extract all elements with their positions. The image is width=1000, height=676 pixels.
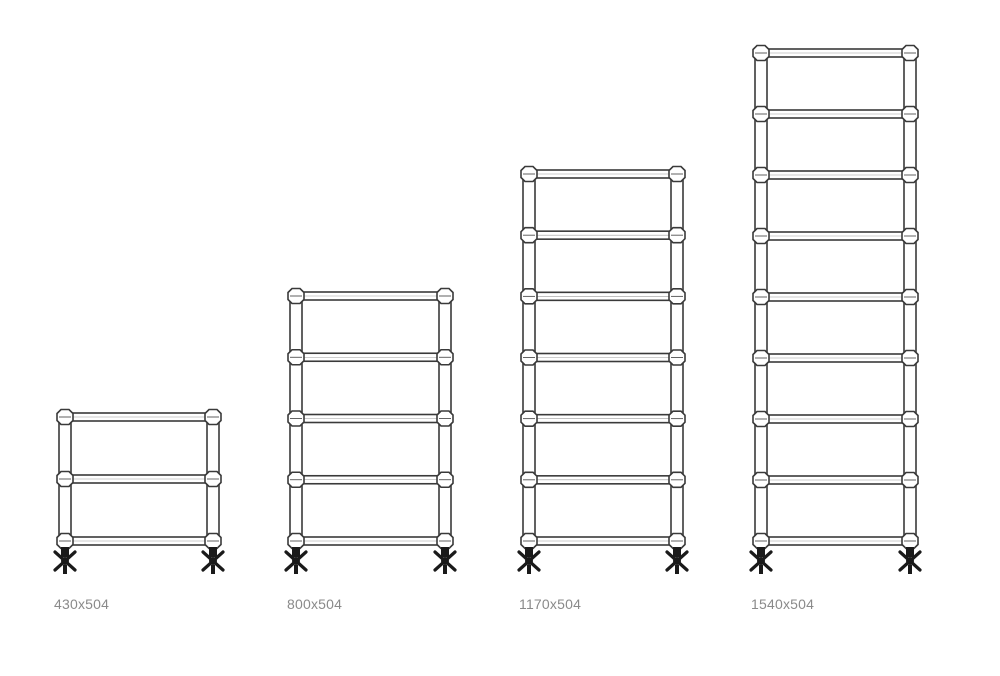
valve-icon-pipe [443,565,447,574]
valve-icon-stem [757,547,765,557]
valve-icon-hub [757,557,765,565]
valve-icon-hub [209,557,217,565]
valve-icon-hub [673,557,681,565]
valve-icon-pipe [908,565,912,574]
valve-icon-pipe [759,565,763,574]
radiator-label-430x504: 430x504 [54,596,110,612]
valve-icon-hub [292,557,300,565]
radiator-1540x504 [749,44,922,574]
valve-icon-stem [292,547,300,557]
valve-icon [517,547,541,574]
valve-icon-hub [525,557,533,565]
valve-icon-hub [61,557,69,565]
radiator-label-1540x504: 1540x504 [751,596,815,612]
valve-icon-pipe [63,565,67,574]
valve-icon-hub [906,557,914,565]
valve-icon-pipe [527,565,531,574]
valve-icon-stem [61,547,69,557]
valve-icon-hub [441,557,449,565]
valve-icon [749,547,773,574]
radiator-1170x504 [517,165,689,574]
valve-icon [433,547,457,574]
valve-icon-pipe [675,565,679,574]
valve-icon-stem [525,547,533,557]
valve-icon-pipe [294,565,298,574]
valve-icon [898,547,922,574]
valve-icon [284,547,308,574]
valve-icon-stem [906,547,914,557]
valve-icon [201,547,225,574]
valve-icon-stem [209,547,217,557]
valve-icon-stem [673,547,681,557]
valve-icon-pipe [211,565,215,574]
valve-icon-stem [441,547,449,557]
valve-icon [665,547,689,574]
valve-icon [53,547,77,574]
radiator-label-800x504: 800x504 [287,596,343,612]
radiator-430x504 [53,408,225,574]
radiator-800x504 [284,287,457,574]
radiator-label-1170x504: 1170x504 [519,596,582,612]
